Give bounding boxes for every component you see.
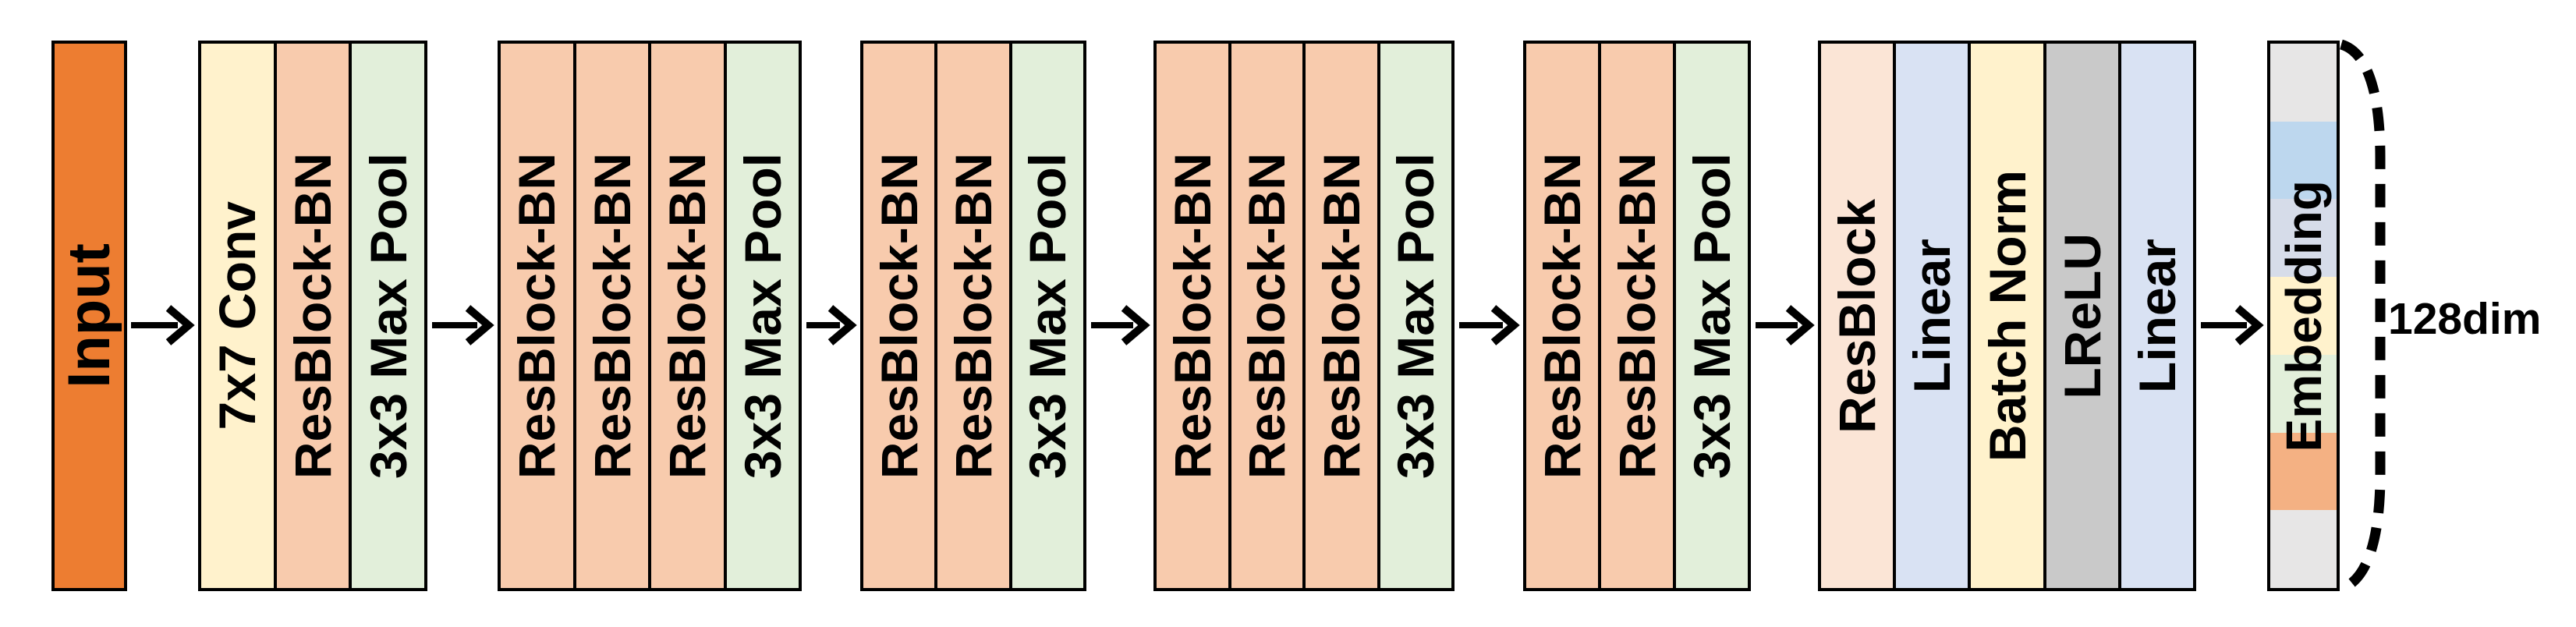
flow-arrow-icon xyxy=(1459,305,1520,345)
input-label: Input xyxy=(55,243,122,388)
layer-column: Batch Norm xyxy=(1968,44,2043,588)
layer-label: ResBlock-BN xyxy=(658,152,717,480)
layer-label: ResBlock-BN xyxy=(284,152,342,480)
layer-label: ResBlock-BN xyxy=(944,152,1002,480)
layer-label: ResBlock-BN xyxy=(1163,152,1221,480)
layer-column: ResBlock-BN xyxy=(1302,44,1377,588)
layer-label: LReLU xyxy=(2053,232,2111,399)
layer-column: LReLU xyxy=(2043,44,2118,588)
layer-label: 3x3 Max Pool xyxy=(1387,152,1445,480)
layer-label: Linear xyxy=(2128,238,2186,394)
embedding-segment xyxy=(2270,354,2337,433)
flow-arrow-icon xyxy=(131,305,195,345)
flow-arrow-icon xyxy=(1091,305,1150,345)
embedding-segment xyxy=(2270,277,2337,355)
layer-column: ResBlock-BN xyxy=(863,44,935,588)
flow-arrow-icon xyxy=(432,305,494,345)
layer-column: 7x7 Conv xyxy=(201,44,274,588)
input-block: Input xyxy=(51,41,127,591)
flow-arrow-icon xyxy=(2201,305,2264,345)
layer-column: 3x3 Max Pool xyxy=(1377,44,1451,588)
layer-column: ResBlock xyxy=(1821,44,1894,588)
flow-arrow-icon xyxy=(1756,305,1815,345)
layer-label: Batch Norm xyxy=(1978,169,2036,462)
layer-label: ResBlock-BN xyxy=(1608,152,1666,480)
layer-column: ResBlock-BN xyxy=(1157,44,1228,588)
layer-label: ResBlock xyxy=(1828,198,1887,434)
layer-column: ResBlock-BN xyxy=(572,44,648,588)
layer-column: 3x3 Max Pool xyxy=(1008,44,1083,588)
embedding-strip: Embedding xyxy=(2267,41,2340,591)
stage-group-5: ResBlock-BN ResBlock-BN 3x3 Max Pool xyxy=(1523,41,1751,591)
layer-column: ResBlock-BN xyxy=(648,44,724,588)
layer-column: 3x3 Max Pool xyxy=(723,44,799,588)
layer-column: ResBlock-BN xyxy=(934,44,1009,588)
flow-arrow-icon xyxy=(806,305,857,345)
layer-label: 3x3 Max Pool xyxy=(1019,152,1077,480)
layer-label: 3x3 Max Pool xyxy=(359,152,417,480)
layer-label: ResBlock-BN xyxy=(508,152,566,480)
layer-label: ResBlock-BN xyxy=(1238,152,1296,480)
layer-column: ResBlock-BN xyxy=(1228,44,1302,588)
layer-column: Linear xyxy=(1893,44,1968,588)
dimension-brace-icon xyxy=(2339,39,2386,594)
layer-column: ResBlock-BN xyxy=(1526,44,1598,588)
embedding-label: Embedding xyxy=(2275,179,2332,452)
embedding-segment xyxy=(2270,432,2337,511)
stage-group-4: ResBlock-BN ResBlock-BN ResBlock-BN 3x3 … xyxy=(1153,41,1455,591)
layer-label: Linear xyxy=(1903,238,1961,394)
layer-label: 3x3 Max Pool xyxy=(1683,152,1741,480)
layer-column: ResBlock-BN xyxy=(273,44,349,588)
dimension-label: 128dim xyxy=(2388,294,2542,344)
stage-group-1: 7x7 Conv ResBlock-BN 3x3 Max Pool xyxy=(198,41,427,591)
stage-group-3: ResBlock-BN ResBlock-BN 3x3 Max Pool xyxy=(860,41,1086,591)
layer-label: 7x7 Conv xyxy=(208,201,267,430)
layer-label: ResBlock-BN xyxy=(583,152,641,480)
layer-label: ResBlock-BN xyxy=(870,152,928,480)
layer-label: 3x3 Max Pool xyxy=(733,152,792,480)
embedding-segment xyxy=(2270,510,2337,589)
layer-label: ResBlock-BN xyxy=(1312,152,1370,480)
layer-column: ResBlock-BN xyxy=(501,44,573,588)
layer-label: ResBlock-BN xyxy=(1533,152,1591,480)
stage-group-head: ResBlock Linear Batch Norm LReLU Linear xyxy=(1818,41,2196,591)
stage-group-2: ResBlock-BN ResBlock-BN ResBlock-BN 3x3 … xyxy=(498,41,802,591)
layer-column: 3x3 Max Pool xyxy=(1673,44,1748,588)
embedding-segment xyxy=(2270,121,2337,200)
embedding-segment xyxy=(2270,44,2337,122)
layer-column: ResBlock-BN xyxy=(1598,44,1673,588)
layer-column: 3x3 Max Pool xyxy=(349,44,425,588)
embedding-segment xyxy=(2270,199,2337,278)
layer-column: Linear xyxy=(2117,44,2194,588)
